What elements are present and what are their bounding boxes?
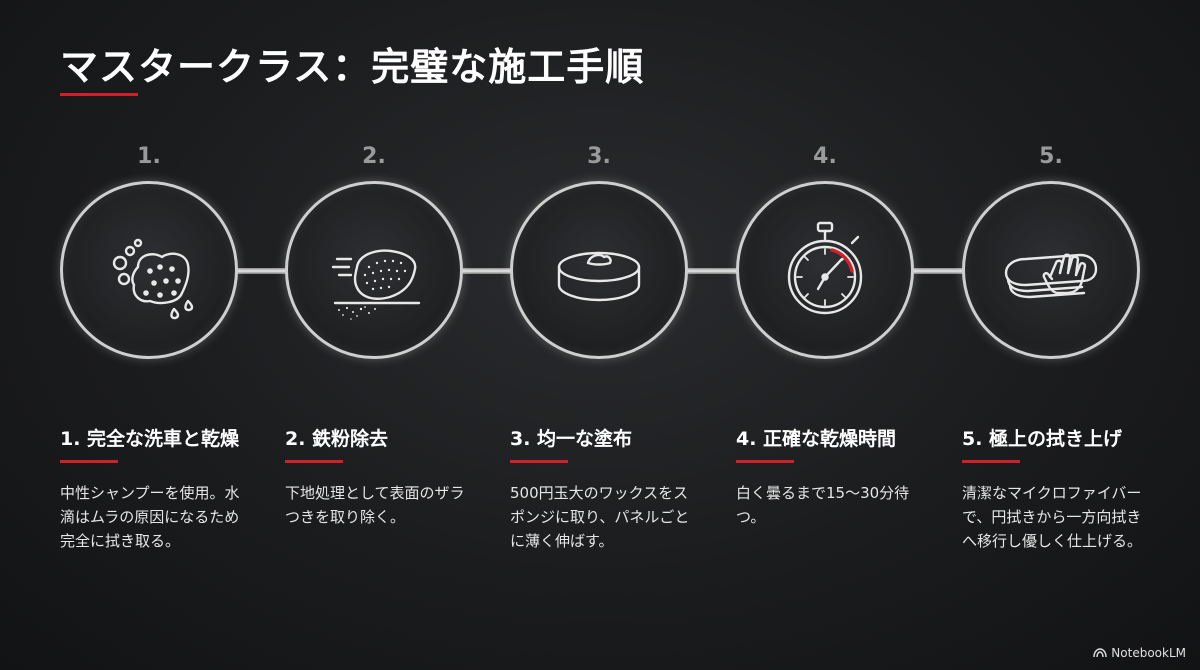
- step-circle: [60, 181, 238, 359]
- step-underline: [510, 460, 568, 463]
- branding: NotebookLM: [1093, 646, 1186, 660]
- page-title: マスタークラス：完璧な施工手順: [60, 45, 645, 89]
- branding-label: NotebookLM: [1111, 646, 1186, 660]
- step-circle: [962, 181, 1140, 359]
- step-title: 1. 完全な洗車と乾燥: [60, 428, 240, 450]
- connector-2-3: [457, 268, 515, 274]
- step-description: 白く曇るまで15〜30分待つ。: [736, 484, 910, 526]
- step-underline: [60, 460, 118, 463]
- step-circle: [510, 181, 688, 359]
- step-title: 3. 均一な塗布: [510, 428, 633, 450]
- connector-4-5: [908, 268, 966, 274]
- step-description: 下地処理として表面のザラつきを取り除く。: [285, 484, 465, 526]
- step-underline: [285, 460, 343, 463]
- step-description: 清潔なマイクロファイバーで、円拭きから一方向拭きへ移行し優しく仕上げる。: [962, 484, 1143, 550]
- step-number: 5.: [1039, 144, 1063, 169]
- title-underline: [60, 93, 138, 96]
- connector-3-4: [683, 268, 741, 274]
- step-number: 3.: [587, 144, 611, 169]
- step-number: 1.: [137, 144, 161, 169]
- step-title: 4. 正確な乾燥時間: [736, 428, 897, 450]
- step-number: 2.: [362, 144, 386, 169]
- microfiber-hand-icon: [1004, 253, 1098, 299]
- step-underline: [736, 460, 794, 463]
- step-circle: [285, 181, 463, 359]
- connector-1-2: [232, 268, 290, 274]
- step-number: 4.: [813, 144, 837, 169]
- sponge-bubbles-icon: [112, 238, 194, 320]
- stopwatch-icon: [787, 221, 863, 315]
- step-title: 2. 鉄粉除去: [285, 428, 389, 450]
- wax-puck-icon: [557, 251, 641, 302]
- notebooklm-logo-icon: [1093, 648, 1107, 658]
- step-title: 5. 極上の拭き上げ: [962, 428, 1123, 450]
- step-circle: [736, 181, 914, 359]
- clay-bar-icon: [331, 249, 421, 320]
- step-description: 中性シャンプーを使用。水滴はムラの原因になるため完全に拭き取る。: [60, 484, 240, 550]
- step-underline: [962, 460, 1020, 463]
- step-description: 500円玉大のワックスをスポンジに取り、パネルごとに薄く伸ばす。: [510, 484, 690, 550]
